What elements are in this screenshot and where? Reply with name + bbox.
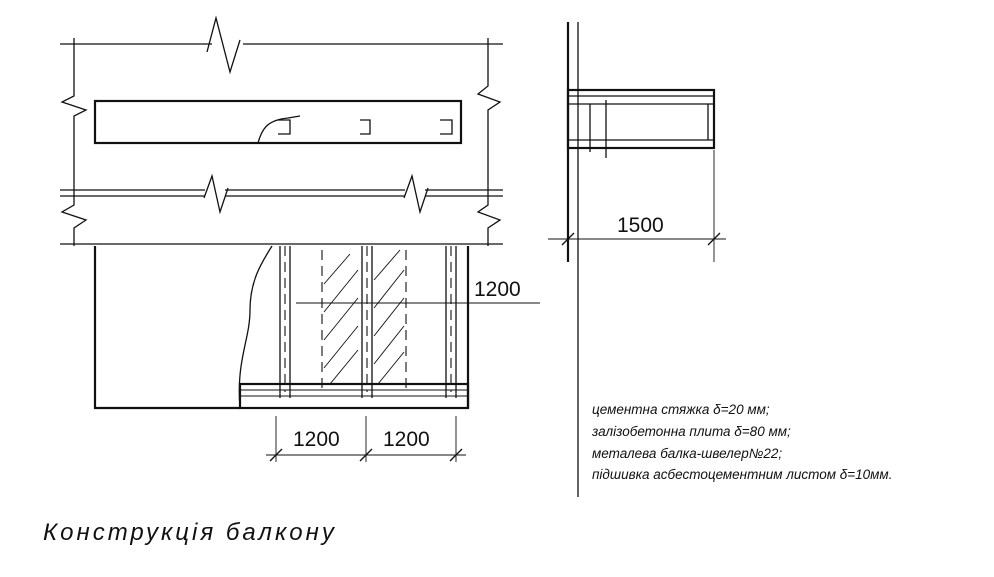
dim-label-1500: 1500 <box>617 214 664 237</box>
section-view: 1500 цементна стяжка δ=20 мм; залізобето… <box>548 22 892 497</box>
hatching <box>323 249 405 385</box>
slab-outline-left <box>93 246 240 410</box>
dim-label-bay-1: 1200 <box>293 428 340 451</box>
right-edge-line <box>476 38 502 196</box>
drawing-title: Конструкція балкону <box>43 519 337 546</box>
edge-beam-inner-lines <box>240 389 468 397</box>
section-slab-outline <box>566 88 716 150</box>
dim-ticks-1500 <box>561 232 721 246</box>
dim-ticks-bottom <box>269 448 463 462</box>
balcony-slab-plan: 1200 1200 1200 <box>93 245 540 462</box>
break-mark-mid-left <box>203 173 229 215</box>
right-edge-lower <box>476 196 502 246</box>
slab-cut-curve <box>238 245 273 409</box>
note-slab: залізобетонна плита δ=80 мм; <box>591 424 791 439</box>
dim-label-1200-right: 1200 <box>474 278 521 301</box>
channel-mark-2 <box>360 119 371 135</box>
lintel-rectangle <box>93 99 463 145</box>
note-channel: металева балка-швелер№22; <box>592 446 782 461</box>
section-channel-lines <box>589 100 607 158</box>
left-edge-line <box>60 38 88 196</box>
note-lining: підшивка асбестоцементним листом δ=10мм. <box>592 467 892 482</box>
channel-beam-3 <box>445 246 457 398</box>
break-mark-top <box>206 15 241 75</box>
channel-beam-2 <box>361 246 373 398</box>
cut-away-curve <box>257 115 301 144</box>
channel-mark-1 <box>278 119 291 135</box>
break-mark-mid-right <box>403 173 429 215</box>
channel-mark-3 <box>440 119 453 135</box>
top-plan-view <box>60 15 503 246</box>
dim-label-bay-2: 1200 <box>383 428 430 451</box>
note-screed: цементна стяжка δ=20 мм; <box>592 402 770 417</box>
left-edge-lower <box>60 196 88 246</box>
channel-beam-1 <box>279 246 291 398</box>
